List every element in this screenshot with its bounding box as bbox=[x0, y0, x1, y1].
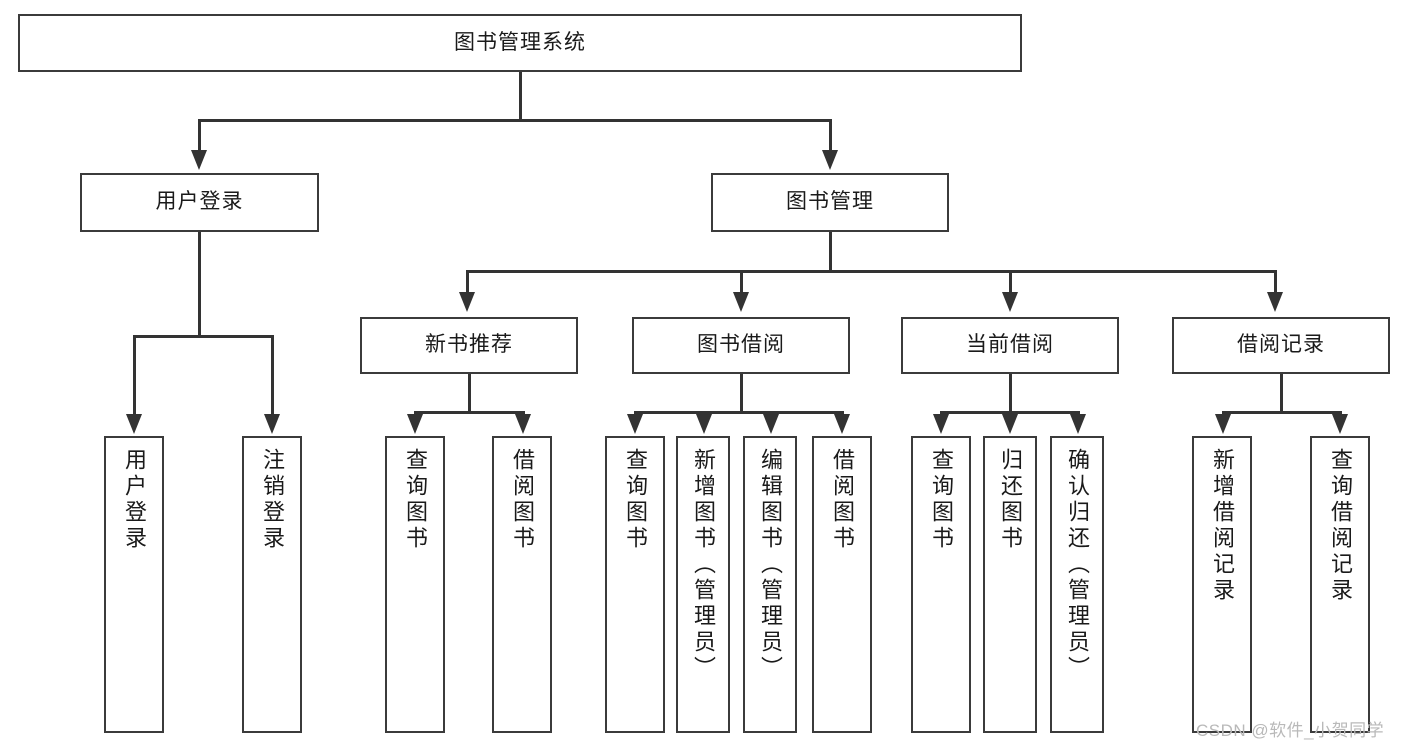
arrow-current-borrow-to-return bbox=[1002, 414, 1018, 434]
leaf-current-return-book[interactable]: 归还图书 bbox=[983, 436, 1037, 733]
leaf-record-add[interactable]: 新增借阅记录 bbox=[1192, 436, 1252, 733]
arrow-current-borrow-to-confirm bbox=[1070, 414, 1086, 434]
leaf-borrow-query-book[interactable]: 查询图书 bbox=[605, 436, 665, 733]
arrow-book-mgmt-to-current bbox=[1002, 292, 1018, 312]
node-label: 图书管理系统 bbox=[454, 30, 586, 54]
node-label: 借阅图书 bbox=[830, 448, 855, 552]
edge-borrow-record-bar bbox=[1222, 411, 1341, 414]
edge-root-to-user-login bbox=[198, 119, 201, 153]
leaf-borrow-lend-book[interactable]: 借阅图书 bbox=[812, 436, 872, 733]
edge-book-mgmt-stem bbox=[829, 232, 832, 271]
leaf-new-book-borrow[interactable]: 借阅图书 bbox=[492, 436, 552, 733]
leaf-user-logout[interactable]: 注销登录 bbox=[242, 436, 302, 733]
node-label: 确认归还（管理员） bbox=[1065, 448, 1090, 682]
node-label: 查询图书 bbox=[929, 448, 954, 552]
node-label: 编辑图书（管理员） bbox=[758, 448, 783, 682]
leaf-user-login[interactable]: 用户登录 bbox=[104, 436, 164, 733]
node-borrow-record[interactable]: 借阅记录 bbox=[1172, 317, 1390, 374]
node-label: 新增图书（管理员） bbox=[691, 448, 716, 682]
leaf-current-confirm-return[interactable]: 确认归还（管理员） bbox=[1050, 436, 1104, 733]
node-label: 用户登录 bbox=[155, 190, 244, 214]
edge-new-book-stem bbox=[468, 374, 471, 412]
node-label: 注销登录 bbox=[260, 448, 285, 552]
arrow-root-to-book-mgmt bbox=[822, 150, 838, 170]
node-root-system[interactable]: 图书管理系统 bbox=[18, 14, 1022, 72]
arrow-book-mgmt-to-new-book bbox=[459, 292, 475, 312]
node-new-book-recommend[interactable]: 新书推荐 bbox=[360, 317, 578, 374]
edge-book-mgmt-bar bbox=[466, 270, 1276, 273]
arrow-root-to-user-login bbox=[191, 150, 207, 170]
node-label: 借阅记录 bbox=[1237, 333, 1325, 357]
arrow-user-login-to-logout bbox=[264, 414, 280, 434]
node-book-borrow[interactable]: 图书借阅 bbox=[632, 317, 850, 374]
arrow-book-borrow-to-query bbox=[627, 414, 643, 434]
edge-user-login-to-logout bbox=[271, 335, 274, 417]
node-book-management[interactable]: 图书管理 bbox=[711, 173, 949, 232]
node-label: 当前借阅 bbox=[966, 333, 1054, 357]
leaf-record-query[interactable]: 查询借阅记录 bbox=[1310, 436, 1370, 733]
arrow-book-borrow-to-edit bbox=[763, 414, 779, 434]
leaf-current-query-book[interactable]: 查询图书 bbox=[911, 436, 971, 733]
arrow-new-book-to-query bbox=[407, 414, 423, 434]
arrow-borrow-record-to-query bbox=[1332, 414, 1348, 434]
node-label: 归还图书 bbox=[998, 448, 1023, 552]
arrow-book-borrow-to-add bbox=[696, 414, 712, 434]
edge-book-mgmt-to-borrow bbox=[740, 270, 743, 295]
node-user-login[interactable]: 用户登录 bbox=[80, 173, 319, 232]
edge-book-borrow-bar bbox=[634, 411, 843, 414]
node-label: 查询图书 bbox=[623, 448, 648, 552]
edge-book-mgmt-to-current bbox=[1009, 270, 1012, 295]
edge-book-mgmt-to-record bbox=[1274, 270, 1277, 295]
node-label: 用户登录 bbox=[122, 448, 147, 552]
arrow-current-borrow-to-query bbox=[933, 414, 949, 434]
edge-book-mgmt-to-new-book bbox=[466, 270, 469, 295]
node-current-borrow[interactable]: 当前借阅 bbox=[901, 317, 1119, 374]
node-label: 新书推荐 bbox=[425, 333, 513, 357]
arrow-new-book-to-borrow bbox=[515, 414, 531, 434]
leaf-borrow-edit-book[interactable]: 编辑图书（管理员） bbox=[743, 436, 797, 733]
node-label: 图书借阅 bbox=[697, 333, 785, 357]
edge-user-login-to-login bbox=[133, 335, 136, 417]
node-label: 借阅图书 bbox=[510, 448, 535, 552]
arrow-book-mgmt-to-borrow bbox=[733, 292, 749, 312]
node-label: 查询图书 bbox=[403, 448, 428, 552]
edge-user-login-bar bbox=[133, 335, 273, 338]
node-label: 新增借阅记录 bbox=[1210, 448, 1235, 604]
edge-book-borrow-stem bbox=[740, 374, 743, 412]
edge-root-bar bbox=[198, 119, 831, 122]
arrow-borrow-record-to-add bbox=[1215, 414, 1231, 434]
edge-current-borrow-stem bbox=[1009, 374, 1012, 412]
leaf-borrow-add-book[interactable]: 新增图书（管理员） bbox=[676, 436, 730, 733]
edge-new-book-bar bbox=[414, 411, 524, 414]
arrow-book-mgmt-to-record bbox=[1267, 292, 1283, 312]
node-label: 查询借阅记录 bbox=[1328, 448, 1353, 604]
node-label: 图书管理 bbox=[786, 190, 874, 214]
edge-user-login-stem bbox=[198, 232, 201, 336]
arrow-book-borrow-to-lend bbox=[834, 414, 850, 434]
edge-borrow-record-stem bbox=[1280, 374, 1283, 412]
leaf-new-book-query[interactable]: 查询图书 bbox=[385, 436, 445, 733]
arrow-user-login-to-login bbox=[126, 414, 142, 434]
edge-root-to-book-mgmt bbox=[829, 119, 832, 153]
edge-root-stem bbox=[519, 72, 522, 120]
